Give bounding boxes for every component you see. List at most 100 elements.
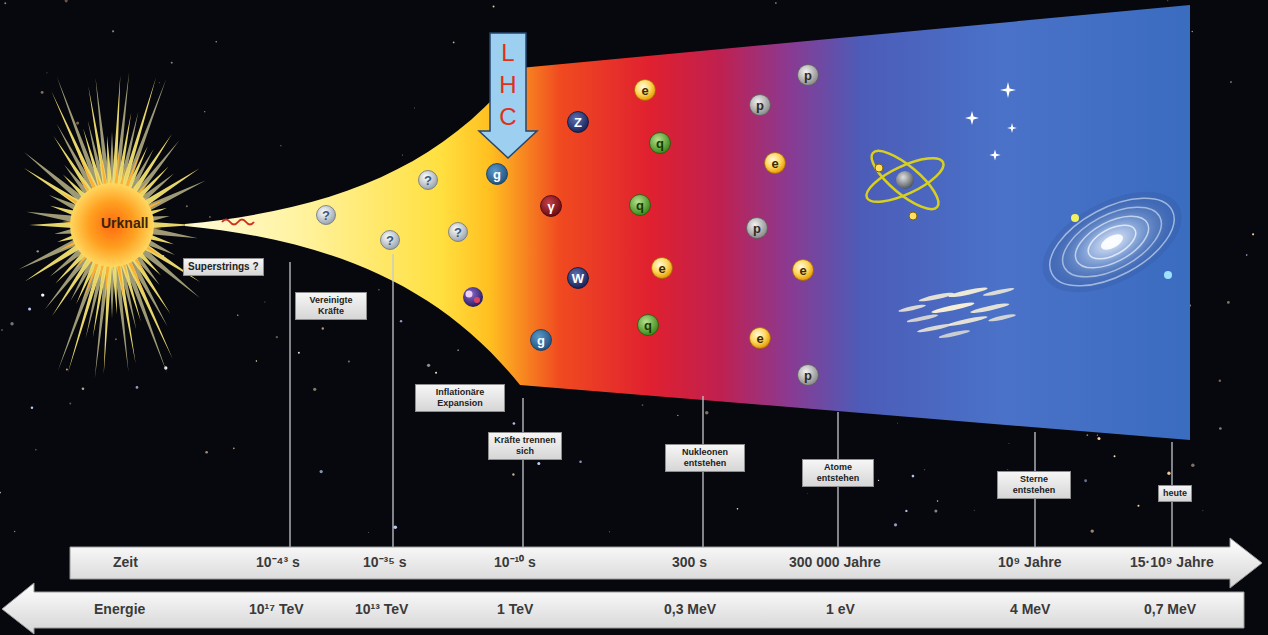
star-dot <box>66 369 68 371</box>
time-tick-line <box>392 254 393 547</box>
galaxy-ring <box>1052 193 1173 291</box>
star-dot <box>677 415 678 416</box>
star-dot <box>215 41 217 43</box>
galaxy-disc <box>1026 171 1198 313</box>
particle-circle: q <box>649 132 671 154</box>
particle-pair-symbol <box>463 287 483 307</box>
particle-symbol: ? <box>424 174 432 187</box>
star-dot <box>1191 464 1194 467</box>
particle-circle: p <box>746 217 768 239</box>
time-tick-line <box>289 262 290 547</box>
particle-circle: W <box>567 267 589 289</box>
lhc-arrow: L H C <box>478 33 538 159</box>
star-dot <box>256 360 257 361</box>
star-dot <box>453 41 455 43</box>
galaxy-streak <box>917 322 953 333</box>
particle-ball <box>652 258 673 279</box>
galaxy-cluster <box>897 279 1022 347</box>
star-dot <box>28 307 31 310</box>
particle-ball <box>381 231 400 250</box>
particle-circle: p <box>797 364 819 386</box>
galaxy-streak <box>970 302 1010 315</box>
star-dot <box>378 289 379 290</box>
particle-symbol: g <box>493 168 501 181</box>
galaxy-streak <box>948 286 988 299</box>
axis-value: 15·10⁹ Jahre <box>1130 555 1214 570</box>
star-dot <box>186 205 188 207</box>
axis-value: 10⁹ Jahre <box>998 555 1061 570</box>
star-dot <box>537 462 540 465</box>
star-dot <box>82 387 85 390</box>
star-dot <box>435 372 437 374</box>
particle-symbol: e <box>641 84 648 97</box>
particle-dot <box>466 291 473 298</box>
particle-ball <box>765 153 786 174</box>
star-dot <box>427 364 430 367</box>
axis-value: 10⁻¹⁰ s <box>494 555 536 570</box>
particle-circle: g <box>486 163 508 185</box>
superstring-squiggle <box>222 220 254 225</box>
star-dot <box>41 91 44 94</box>
star-dot <box>512 473 514 475</box>
axis-value: 10¹³ TeV <box>355 602 408 617</box>
particle-symbol: e <box>771 157 778 170</box>
particle-circle: p <box>749 94 771 116</box>
galaxy-ring <box>1067 206 1156 279</box>
star-dot <box>402 155 403 156</box>
galaxy-ring <box>1036 180 1188 304</box>
particle-symbol: p <box>804 369 812 382</box>
particle-symbol: e <box>799 264 806 277</box>
star-dot <box>1 329 2 330</box>
particle-symbol: p <box>804 69 812 82</box>
star-dot <box>65 0 68 2</box>
lhc-arrow-outline <box>479 33 537 158</box>
galaxy-streak <box>948 315 988 328</box>
star-dot <box>705 411 708 414</box>
era-label: Nukleonen entstehen <box>670 447 740 469</box>
star-dot <box>937 500 938 501</box>
axis-value: 10⁻³⁵ s <box>363 555 407 570</box>
particle-ball <box>419 171 438 190</box>
star-dot <box>313 388 316 391</box>
era-label-box: Atome entstehen <box>802 459 874 487</box>
star-dot <box>1219 427 1222 430</box>
particle-ball <box>650 133 671 154</box>
galaxy-ring <box>1083 218 1141 265</box>
star-dot <box>1007 469 1008 470</box>
particle-ball <box>747 218 768 239</box>
star-dot <box>400 320 402 322</box>
era-label-box: Nukleonen entstehen <box>665 444 745 472</box>
particle-symbol: e <box>658 262 665 275</box>
particle-symbol: Z <box>574 116 582 129</box>
axis-arrow-shape <box>0 582 1246 635</box>
particle-symbol: W <box>572 272 584 285</box>
particle-ball <box>798 365 819 386</box>
burst-label: Urknall <box>101 216 148 231</box>
star-dot <box>320 470 323 473</box>
star-dot <box>737 508 739 510</box>
galaxy-streak <box>906 313 938 324</box>
star-dot <box>1097 434 1098 435</box>
particle-circle: γ <box>540 195 562 217</box>
era-label: heute <box>1163 488 1187 499</box>
star-dot <box>233 447 235 449</box>
universe-expansion-cone <box>185 5 1190 440</box>
energy-axis-band: Energie10¹⁷ TeV10¹³ TeV1 TeV0,3 MeV1 eV4… <box>0 582 1246 635</box>
particle-circle: e <box>651 257 673 279</box>
star-sparkle <box>965 111 979 125</box>
star-dot <box>894 523 897 526</box>
time-tick-line <box>522 398 523 547</box>
star-dot <box>1087 434 1089 436</box>
axis-value: 300 s <box>672 555 707 570</box>
particle-dot <box>474 297 480 303</box>
axis-value: 300 000 Jahre <box>789 555 881 570</box>
star-dot <box>35 449 36 450</box>
time-axis-band: Zeit10⁻⁴³ s10⁻³⁵ s10⁻¹⁰ s300 s300 000 Ja… <box>70 536 1264 590</box>
particle-circle: ? <box>418 170 438 190</box>
burst-rays-outer <box>18 72 205 379</box>
galaxy-streak <box>983 287 1015 298</box>
